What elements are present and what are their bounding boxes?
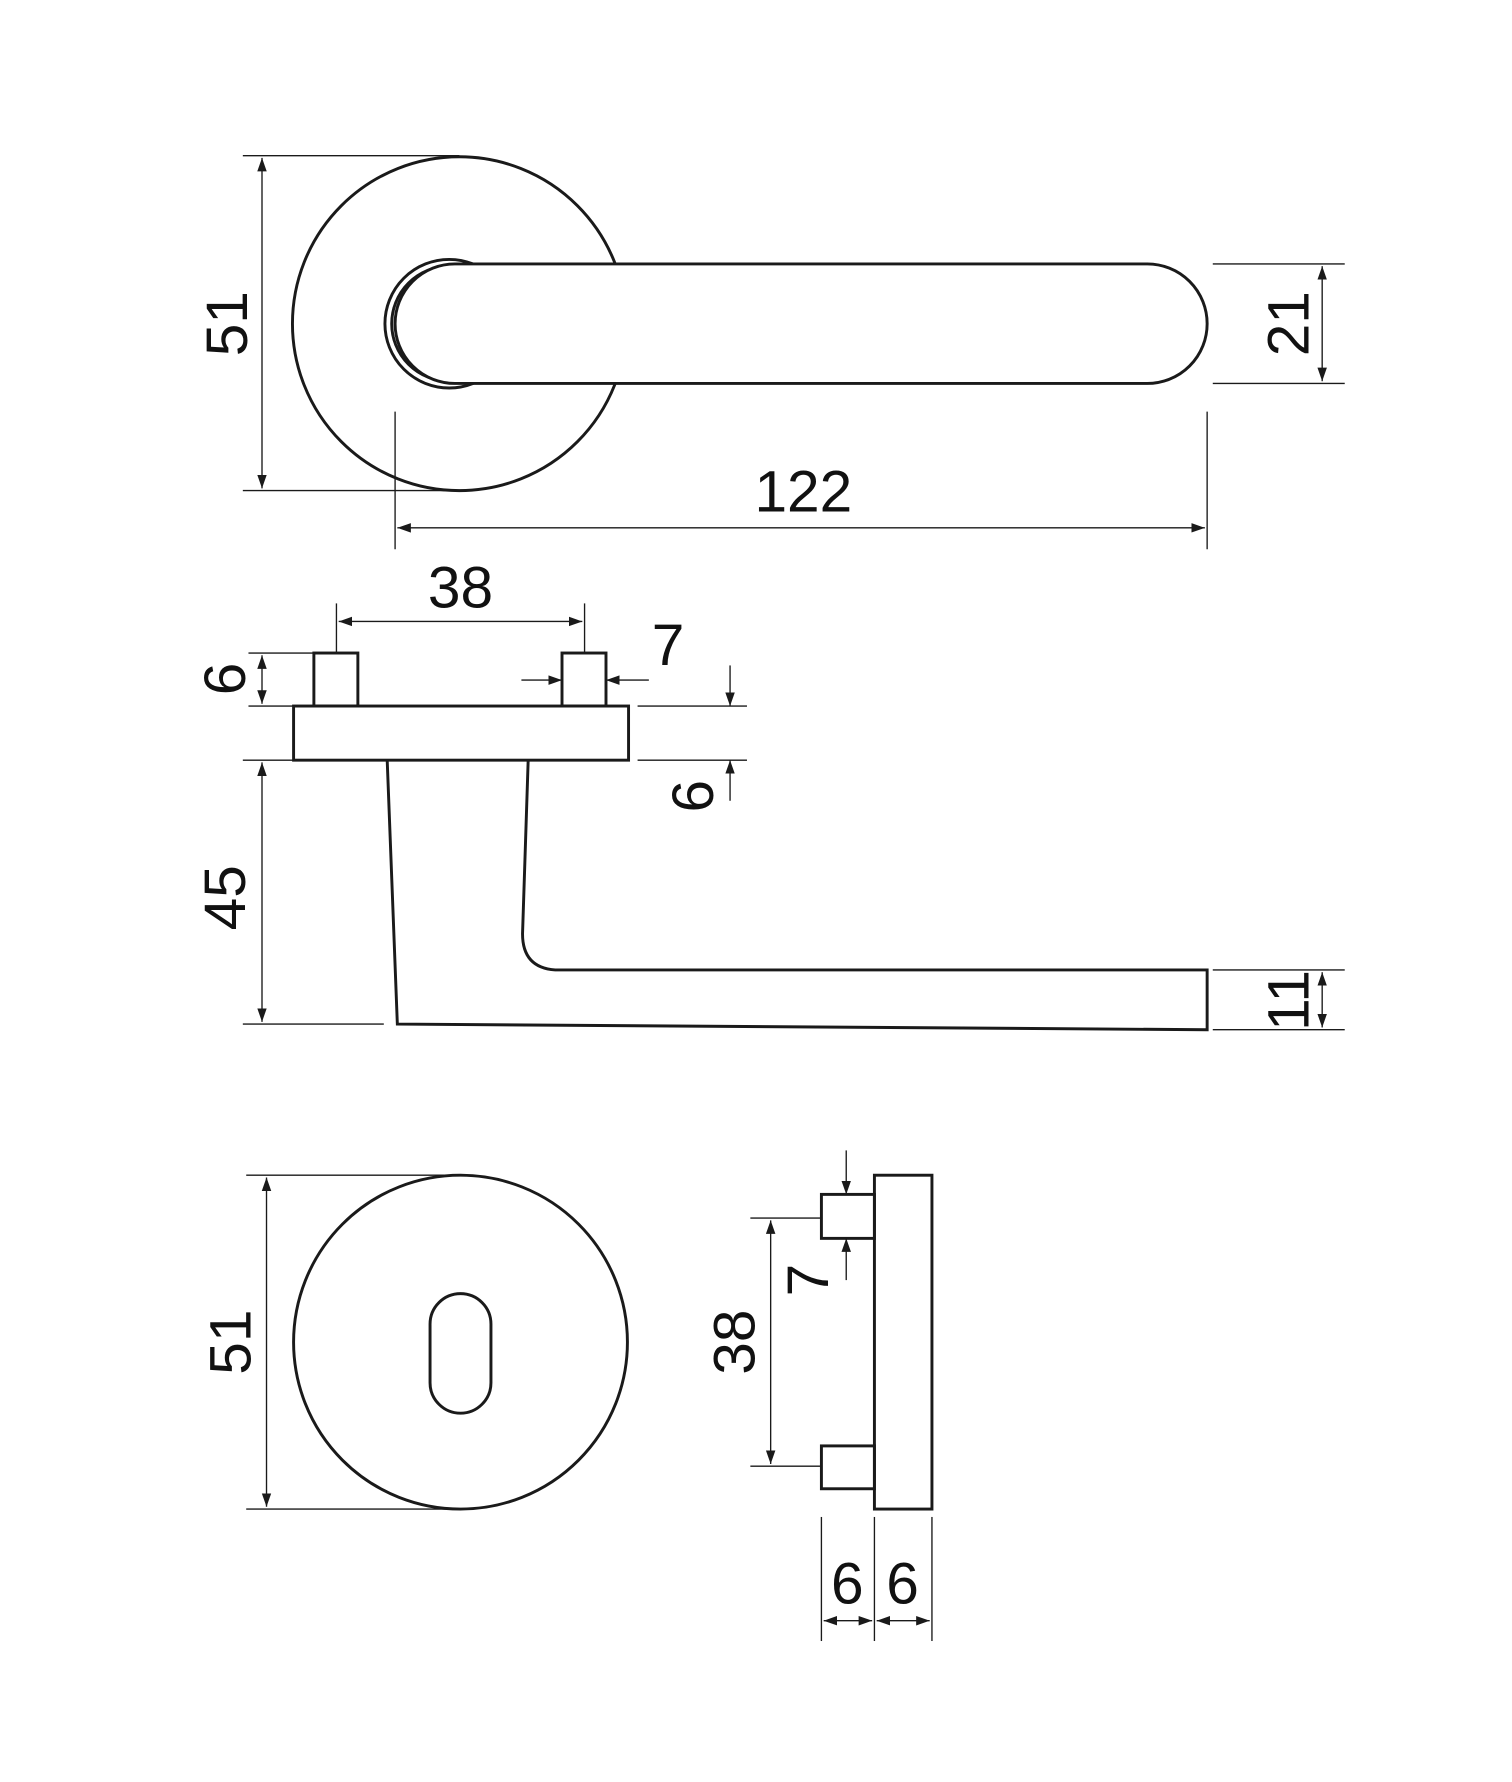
dim-escutcheon-diameter: 51 [198, 1310, 263, 1375]
escutcheon-side-view: 7 38 6 6 [703, 1150, 934, 1642]
escutcheon-front-view: 51 [198, 1173, 629, 1511]
dim-lever-drop: 45 [193, 865, 258, 930]
dim-pin-height: 6 [193, 663, 258, 696]
top-view-lever: 51 122 21 [195, 154, 1345, 550]
dim-escutcheon-plate-thickness: 6 [886, 1551, 919, 1616]
pin-left [312, 651, 360, 708]
dim-pin-spacing: 38 [428, 556, 493, 621]
pin-right [560, 651, 608, 708]
escutcheon-pin-bottom [819, 1444, 876, 1491]
dim-pin-width: 7 [652, 613, 685, 678]
dimension-lines-top [242, 154, 1345, 550]
dimension-lines-side [242, 603, 1345, 1031]
dim-escutcheon-pin-spacing: 38 [703, 1310, 768, 1375]
lever-side-outline [385, 760, 1209, 1032]
rosette-plate [292, 704, 631, 762]
escutcheon-pin-top [819, 1192, 876, 1240]
dim-plate-thickness: 6 [661, 780, 726, 813]
dim-lever-width: 21 [1256, 291, 1321, 356]
dim-rosette-diameter: 51 [195, 291, 260, 356]
keyhole [428, 1292, 493, 1415]
dimension-lines-escutcheon-side [750, 1150, 933, 1642]
dimension-lines-escutcheon [246, 1174, 461, 1510]
side-view-lever: 38 6 7 6 45 11 [193, 556, 1345, 1032]
dim-escutcheon-pin-width: 7 [776, 1264, 841, 1297]
escutcheon-outline [292, 1173, 629, 1511]
dim-escutcheon-pin-length: 6 [831, 1551, 864, 1616]
dim-lever-length: 122 [754, 460, 852, 525]
dim-lever-end-height: 11 [1256, 970, 1321, 1031]
lever-top-outline [393, 262, 1209, 385]
escutcheon-plate-side [872, 1173, 934, 1511]
